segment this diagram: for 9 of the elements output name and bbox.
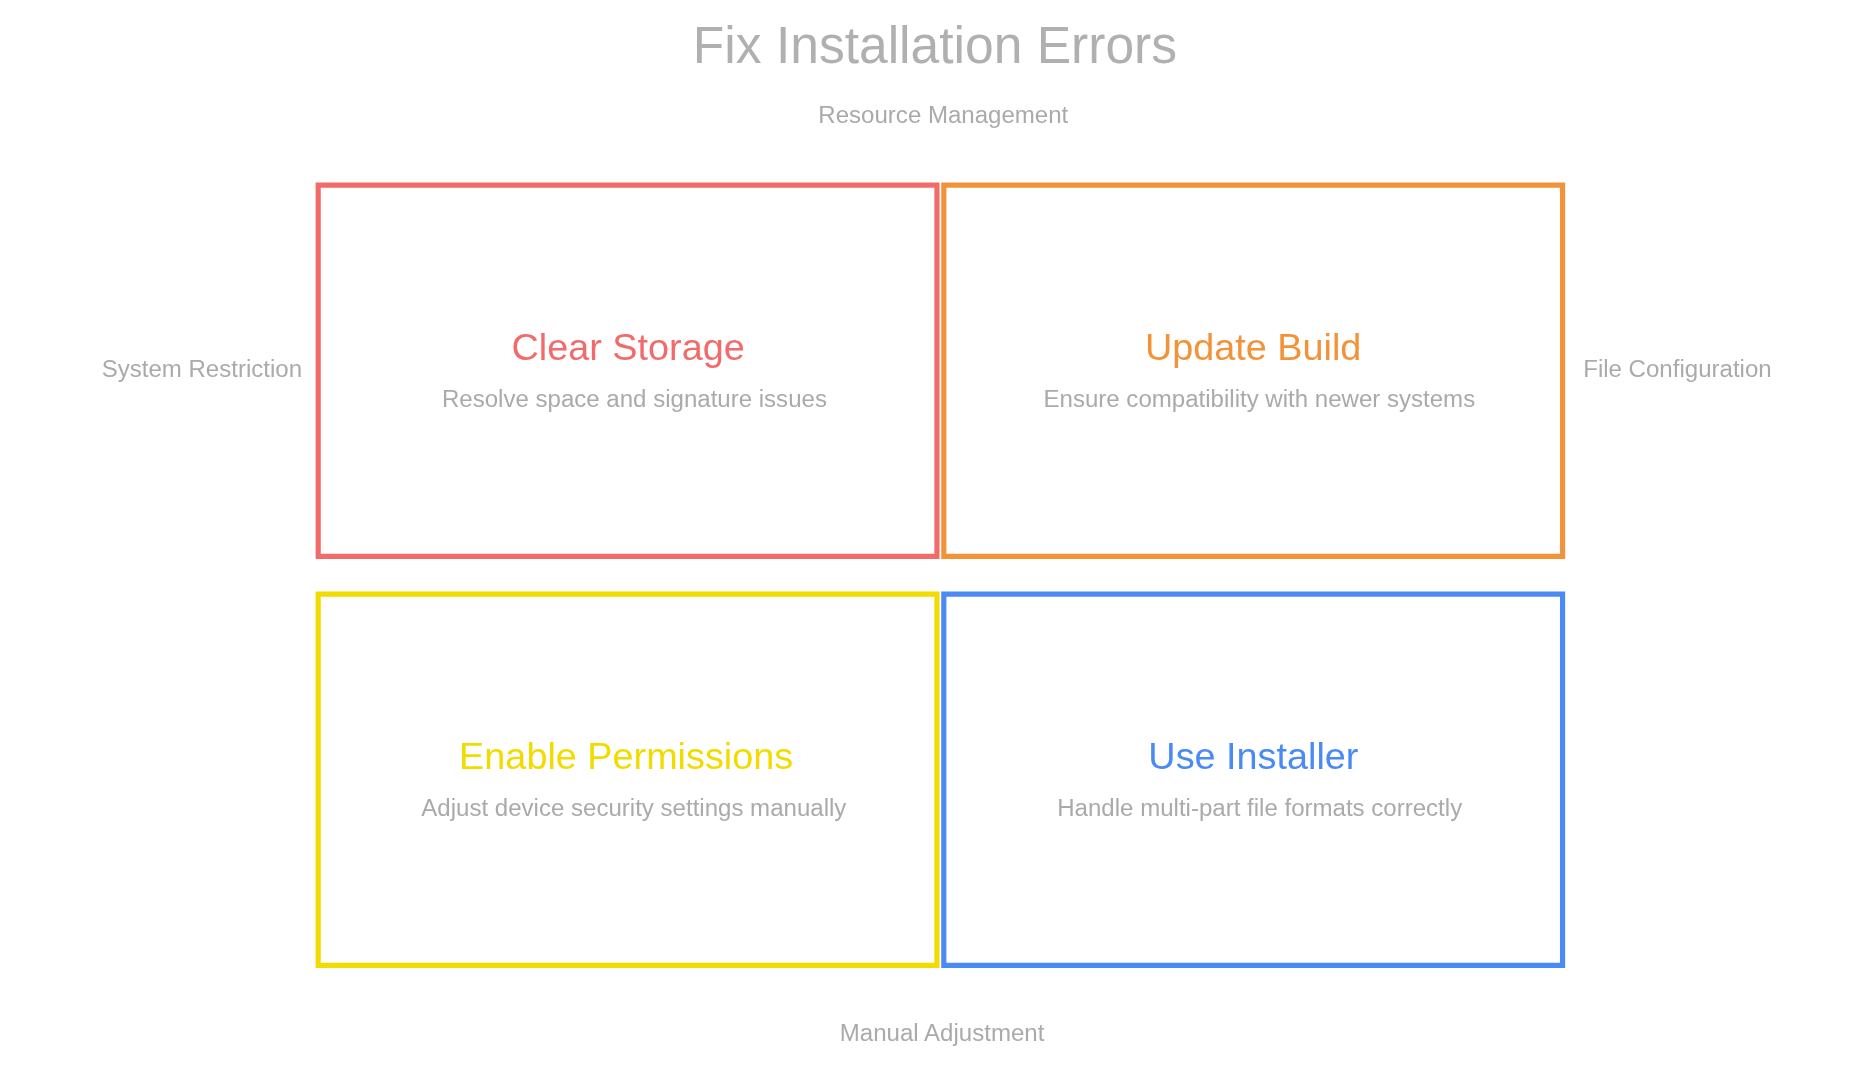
- label: Manual Adjustment: [839, 1018, 1045, 1046]
- label: System Restriction: [101, 355, 303, 383]
- node-box: Use Installer Handle multi-part file formats correctly: [941, 591, 1566, 968]
- node-box: Enable Permissions Adjust device security settings manually: [315, 591, 940, 968]
- node-box: Update Build Ensure compatibility with newer systems: [941, 182, 1566, 559]
- label: File Configuration: [1583, 355, 1772, 383]
- label: Resource Management: [818, 100, 1069, 128]
- diagram-title: Fix Installation Errors: [692, 16, 1177, 75]
- node-box: Clear Storage Resolve space and signature issues: [315, 182, 940, 559]
